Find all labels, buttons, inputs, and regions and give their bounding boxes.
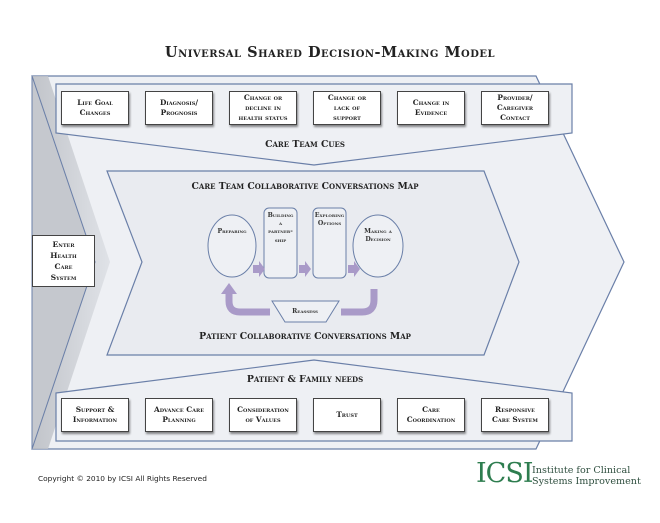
care-team-map-title: Care Team Collaborative Conversations Ma… [191,181,419,192]
cue-change-in-health-status: Change or decline in health status [229,91,297,125]
care-team-cues-title: Care Team Cues [265,139,345,150]
cue-life-goal-changes: Life Goal Changes [61,91,129,125]
patient-map-title: Patient Collaborative Conversations Map [199,331,411,342]
step-preparing-label: Preparing [217,228,247,235]
patient-family-needs-title: Patient & Family needs [246,374,364,385]
step-reassess-label: Reassess [292,308,318,315]
step-building-label: Building a partner- ship [267,212,294,244]
cue-provider-caregiver-contact: Provider/ Caregiver Contact [481,91,549,125]
arrow-preparing-to-building [253,261,265,277]
need-trust: Trust [313,398,381,432]
need-advance-care-planning: Advance Care Planning [145,398,213,432]
reassess-shape [271,300,340,323]
icsi-organization-name: Institute for Clinical Systems Improveme… [532,465,641,487]
copyright-text: Copyright © 2010 by ICSI All Rights Rese… [38,474,207,483]
return-arrow-right [341,289,378,316]
need-responsive-care-system: Responsive Care System [481,398,549,432]
building-partnership-box [263,207,298,279]
cue-diagnosis-prognosis: Diagnosis/ Prognosis [145,91,213,125]
need-care-coordination: Care Coordination [397,398,465,432]
cue-change-in-support: Change or lack of support [313,91,381,125]
need-consideration-of-values: Consideration of Values [229,398,297,432]
arrow-exploring-to-deciding [348,261,360,277]
need-support-information: Support & Information [61,398,129,432]
page-title: Universal Shared Decision-Making Model [164,44,496,61]
step-deciding-label: Making a Decision [364,228,392,244]
step-exploring-label: Exploring Options [314,212,345,228]
preparing-ellipse [207,214,257,278]
enter-health-care-system: Enter Health Care System [32,235,95,287]
icsi-logo: ICSI [476,458,533,489]
making-decision-ellipse [352,214,404,278]
exploring-options-box [312,207,347,279]
cue-change-in-evidence: Change in Evidence [397,91,465,125]
arrow-building-to-exploring [299,261,311,277]
return-arrow-left [225,292,270,316]
